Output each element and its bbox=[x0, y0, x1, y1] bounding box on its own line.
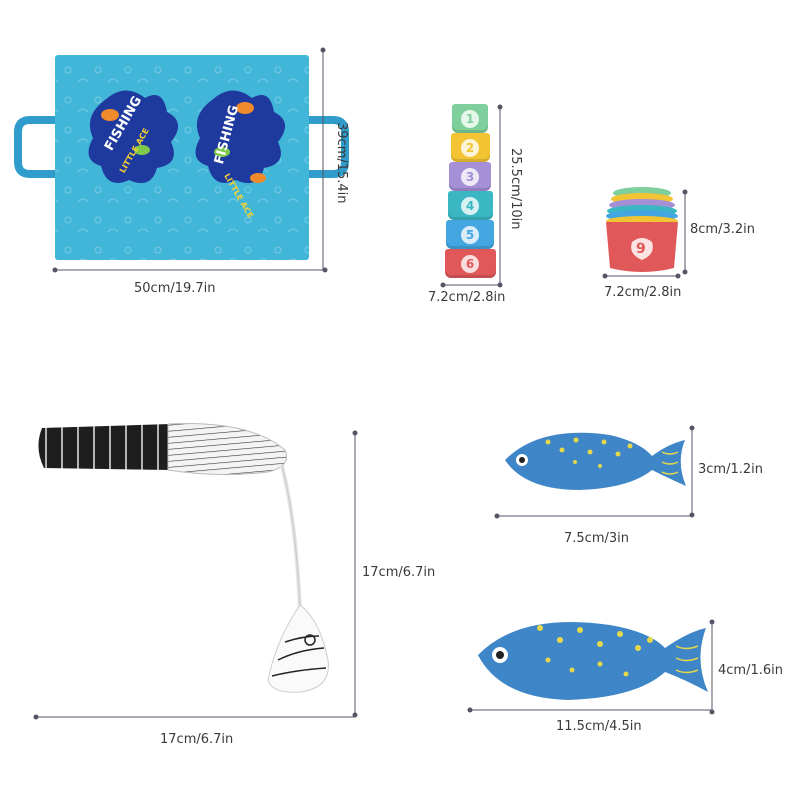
mat-width-label: 50cm/19.7in bbox=[134, 281, 216, 296]
mat-handle-right bbox=[305, 116, 349, 178]
rod-tip bbox=[167, 423, 288, 476]
stack-cup: 6 bbox=[444, 249, 496, 278]
stack-cup-number: 4 bbox=[461, 196, 479, 215]
nested-cups-width-label: 7.2cm/2.8in bbox=[604, 285, 682, 300]
mat-height-label: 39cm/15.4in bbox=[334, 122, 349, 204]
stack-cup-number: 5 bbox=[461, 225, 479, 244]
stack-cup: 4 bbox=[447, 191, 493, 220]
stack-cup: 3 bbox=[449, 162, 491, 191]
stack-height-label: 25.5cm/10in bbox=[508, 148, 523, 230]
stack-cup: 2 bbox=[450, 133, 490, 162]
large-fish-height-label: 4cm/1.6in bbox=[718, 663, 783, 678]
small-fish-width-label: 7.5cm/3in bbox=[564, 531, 629, 546]
stack-cup-number: 6 bbox=[461, 254, 479, 273]
nested-cup-number: 9 bbox=[636, 241, 646, 257]
rod-width-label: 17cm/6.7in bbox=[160, 732, 234, 747]
stack-cup: 5 bbox=[446, 220, 494, 249]
nested-cups-height-label: 8cm/3.2in bbox=[690, 222, 755, 237]
stack-cup: 1 bbox=[452, 104, 488, 133]
rod-height-label: 17cm/6.7in bbox=[362, 565, 436, 580]
mat-splash-right bbox=[195, 90, 286, 184]
large-fish-width-label: 11.5cm/4.5in bbox=[556, 719, 642, 734]
stack-cup-number: 3 bbox=[461, 167, 479, 186]
small-fish-height-label: 3cm/1.2in bbox=[698, 462, 763, 477]
stack-cup-number: 2 bbox=[461, 138, 479, 157]
rod-handle bbox=[38, 424, 170, 470]
stack-cup-number: 1 bbox=[461, 109, 479, 128]
stack-width-label: 7.2cm/2.8in bbox=[428, 290, 506, 305]
rod-bait bbox=[267, 604, 329, 693]
stacking-cups-tower: 1 2 3 4 5 6 bbox=[444, 104, 496, 278]
mat-fish-decor bbox=[101, 109, 119, 121]
mat-handle-left bbox=[14, 116, 58, 178]
